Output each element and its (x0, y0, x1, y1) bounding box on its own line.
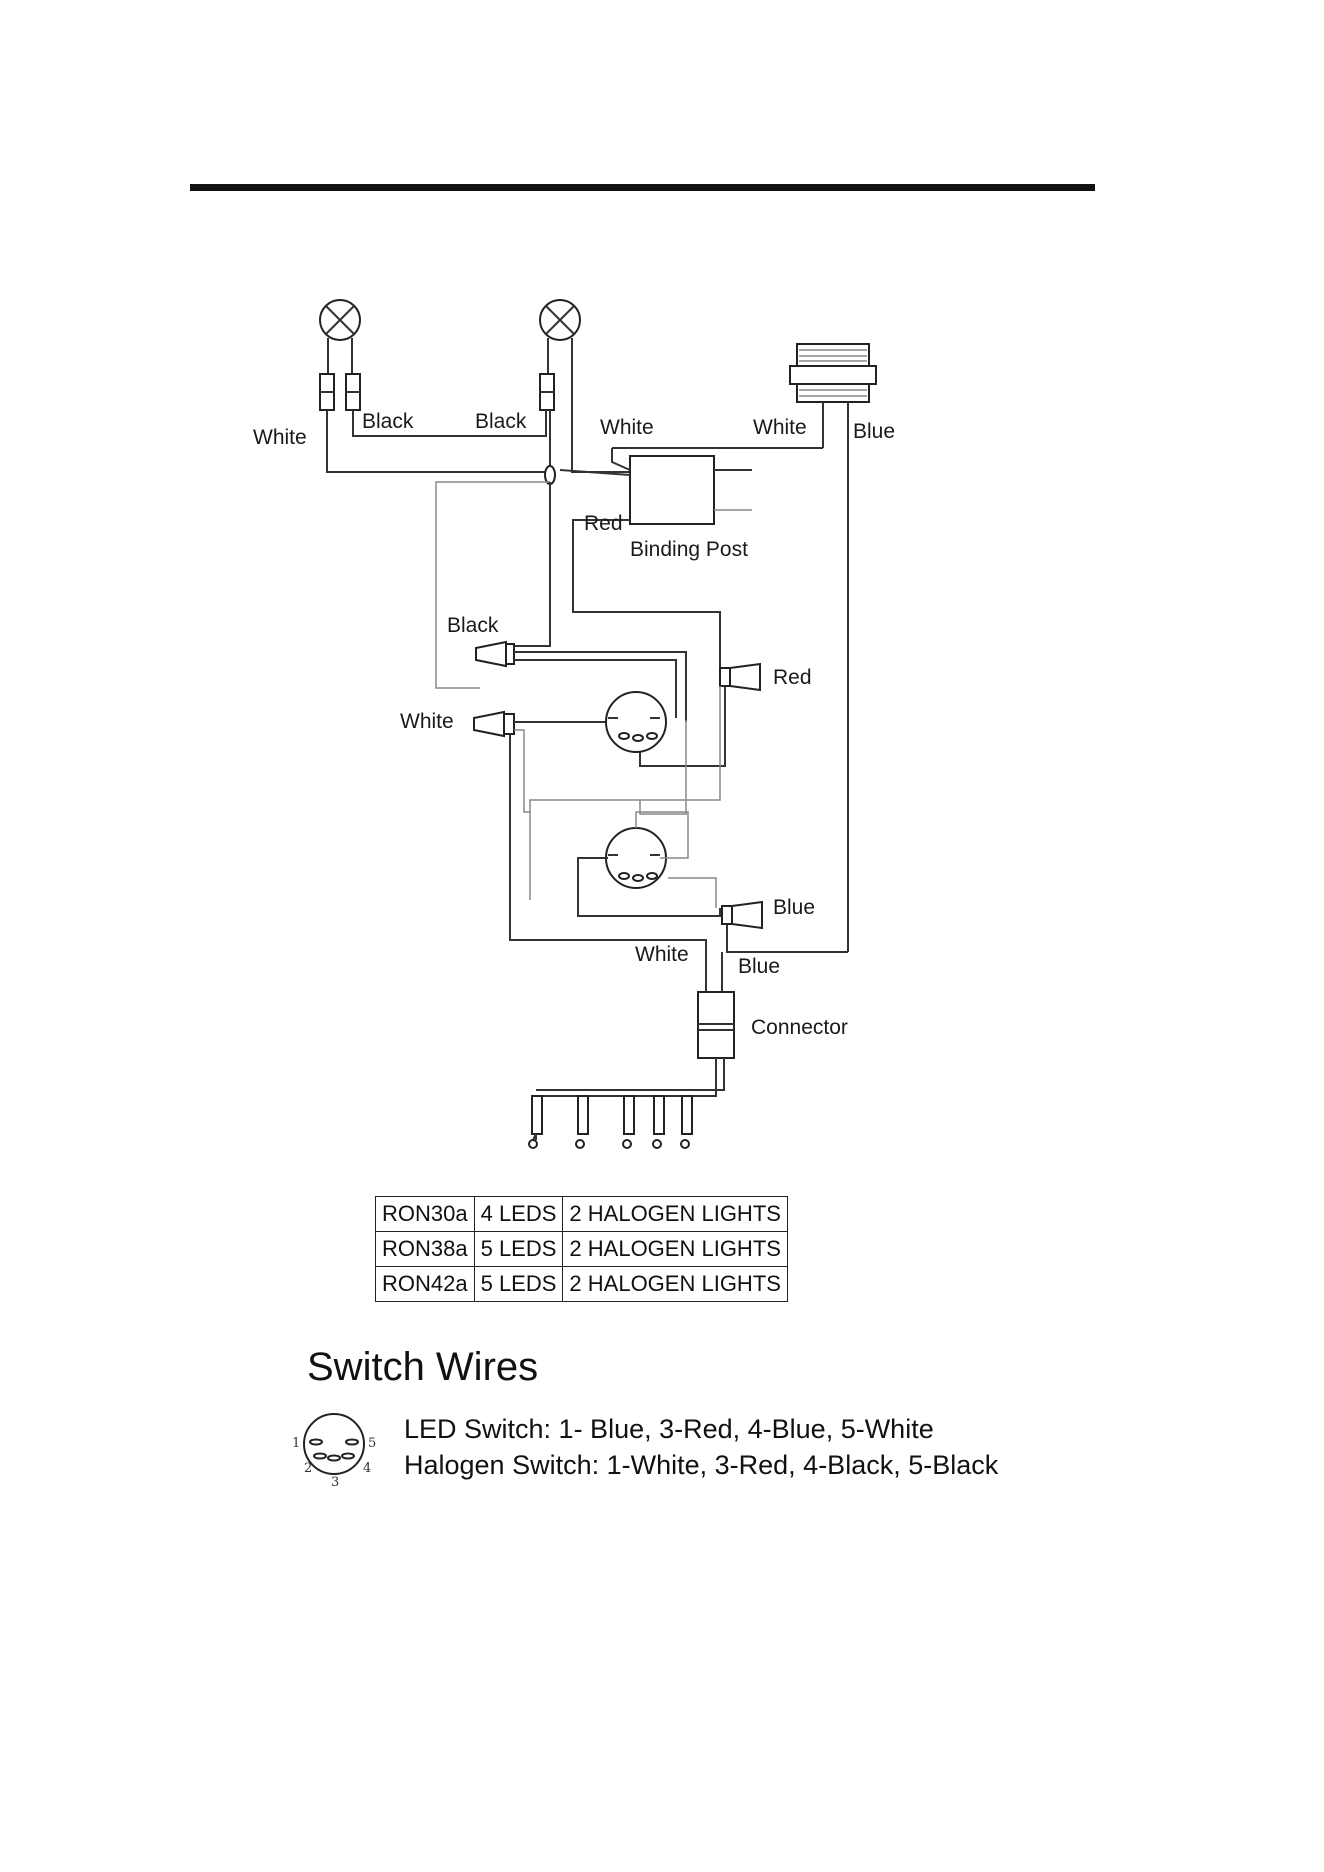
model-cell: RON42a (375, 1266, 475, 1302)
label-white-connector: White (400, 710, 454, 733)
label-binding-post: Binding Post (630, 538, 748, 561)
power-socket (789, 343, 877, 952)
switch-wires-title: Switch Wires (307, 1345, 539, 1389)
binding-post-box (629, 455, 715, 525)
white-wire-connector (473, 710, 515, 738)
leds-cell: 5 LEDS (473, 1231, 564, 1267)
label-black-connector: Black (447, 614, 499, 637)
red-wire-connector (719, 662, 761, 692)
halogen-lamp-right (539, 299, 581, 464)
label-black-left: Black (362, 410, 414, 433)
leds-cell: 5 LEDS (473, 1266, 564, 1302)
leds-cell: 4 LEDS (473, 1196, 564, 1232)
header-rule (190, 184, 1095, 191)
label-white-left: White (253, 426, 307, 449)
model-cell: RON30a (375, 1196, 475, 1232)
led-switch-wires: LED Switch: 1- Blue, 3-Red, 4-Blue, 5-Wh… (404, 1414, 934, 1444)
label-red-connector: Red (773, 666, 812, 689)
model-cell: RON38a (375, 1231, 475, 1267)
pin-label-4: 4 (363, 1461, 371, 1476)
black-wire-connector (475, 640, 515, 668)
label-blue-connector: Blue (773, 896, 815, 919)
halogen-lamp-left (319, 299, 361, 411)
pin-label-1: 1 (292, 1436, 300, 1451)
led-array (528, 1058, 725, 1149)
label-red-post: Red (584, 512, 623, 535)
led-switch (605, 691, 667, 753)
label-blue-top: Blue (853, 420, 895, 443)
halogen-cell: 2 HALOGEN LIGHTS (562, 1231, 788, 1267)
label-black-right: Black (475, 410, 527, 433)
pin-label-5: 5 (368, 1436, 376, 1451)
label-connector: Connector (751, 1016, 848, 1039)
pin-label-2: 2 (304, 1461, 312, 1476)
label-blue-bottom: Blue (738, 955, 780, 978)
table-row: RON30a 4 LEDS 2 HALOGEN LIGHTS (375, 1196, 788, 1232)
halogen-switch-wires: Halogen Switch: 1-White, 3-Red, 4-Black,… (404, 1450, 999, 1480)
models-table: RON30a 4 LEDS 2 HALOGEN LIGHTS RON38a 5 … (375, 1196, 788, 1302)
label-white-mid: White (600, 416, 654, 439)
label-white-bottom: White (635, 943, 689, 966)
connector-block (697, 991, 735, 1059)
halogen-cell: 2 HALOGEN LIGHTS (562, 1266, 788, 1302)
label-white-right: White (753, 416, 807, 439)
halogen-switch (605, 827, 667, 889)
wiring-diagram: White Black Black White White Blue Red B… (253, 299, 895, 1149)
switch-pinout-diagram: 1 5 2 3 4 (292, 1413, 376, 1490)
table-row: RON38a 5 LEDS 2 HALOGEN LIGHTS (375, 1231, 788, 1267)
table-row: RON42a 5 LEDS 2 HALOGEN LIGHTS (375, 1266, 788, 1302)
pin-label-3: 3 (331, 1475, 339, 1490)
halogen-cell: 2 HALOGEN LIGHTS (562, 1196, 788, 1232)
